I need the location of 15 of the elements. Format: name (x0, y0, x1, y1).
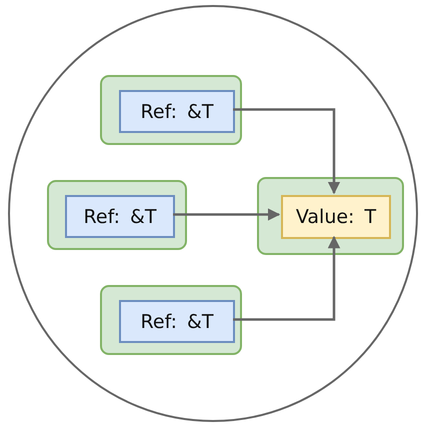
value-box (281, 195, 391, 239)
arrow (233, 108, 340, 194)
box-label: Ref: &T (140, 310, 214, 332)
reference-box (119, 300, 235, 343)
container-box (100, 75, 242, 145)
container-box (257, 177, 404, 255)
reference-box (119, 90, 235, 133)
container-box (100, 285, 242, 355)
container-box (47, 180, 187, 250)
arrow (233, 236, 340, 321)
arrow (173, 208, 280, 221)
reference-box (65, 195, 175, 238)
box-label: Ref: &T (140, 100, 214, 122)
box-label: Ref: &T (84, 206, 156, 228)
box-label: Value: T (296, 206, 376, 228)
